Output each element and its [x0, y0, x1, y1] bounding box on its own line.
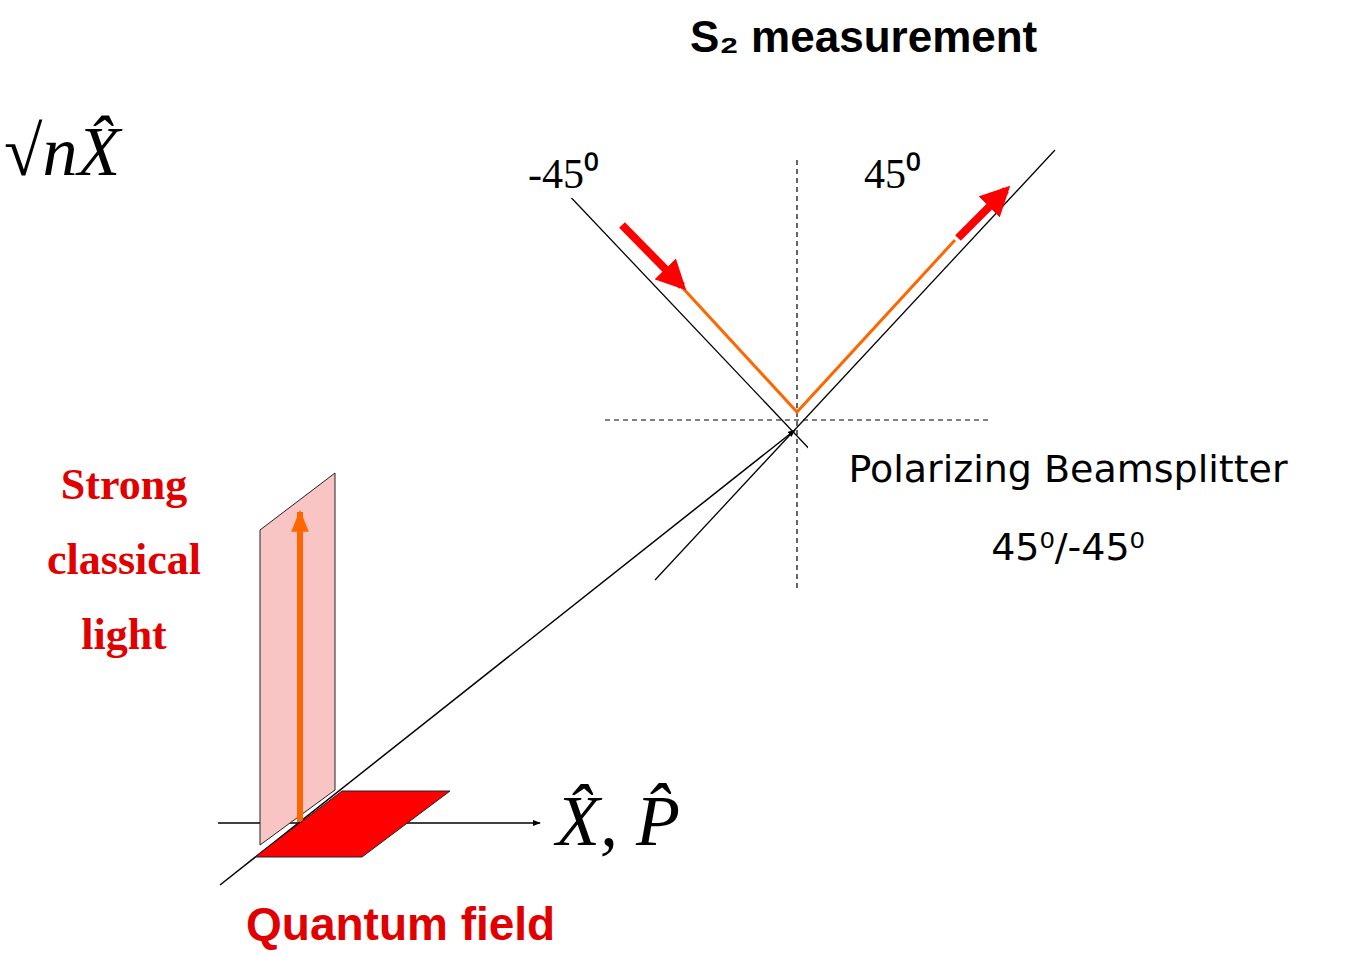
- classical-field-arrow: [297, 512, 303, 822]
- classical-plane: [260, 473, 335, 845]
- title: S₂ measurement: [690, 12, 1037, 62]
- formula-label: √nX̂: [4, 112, 120, 193]
- beam-label: Strong classical light: [6, 447, 242, 672]
- field-label: Quantum field: [246, 898, 555, 951]
- component-label: Polarizing Beamsplitter 45⁰/-45⁰: [808, 430, 1328, 586]
- beam-path: [680, 240, 955, 412]
- propagation-line: [220, 430, 795, 885]
- axis-label: X̂, P̂: [556, 780, 680, 863]
- output-arrow: [958, 190, 1006, 238]
- vertical-axis: [796, 160, 797, 592]
- quantum-plane: [255, 791, 450, 857]
- angle-label: 45⁰: [864, 150, 921, 198]
- input-arrow: [622, 225, 682, 286]
- horizontal-axis: [605, 419, 990, 420]
- angle-label: -45⁰: [528, 150, 599, 198]
